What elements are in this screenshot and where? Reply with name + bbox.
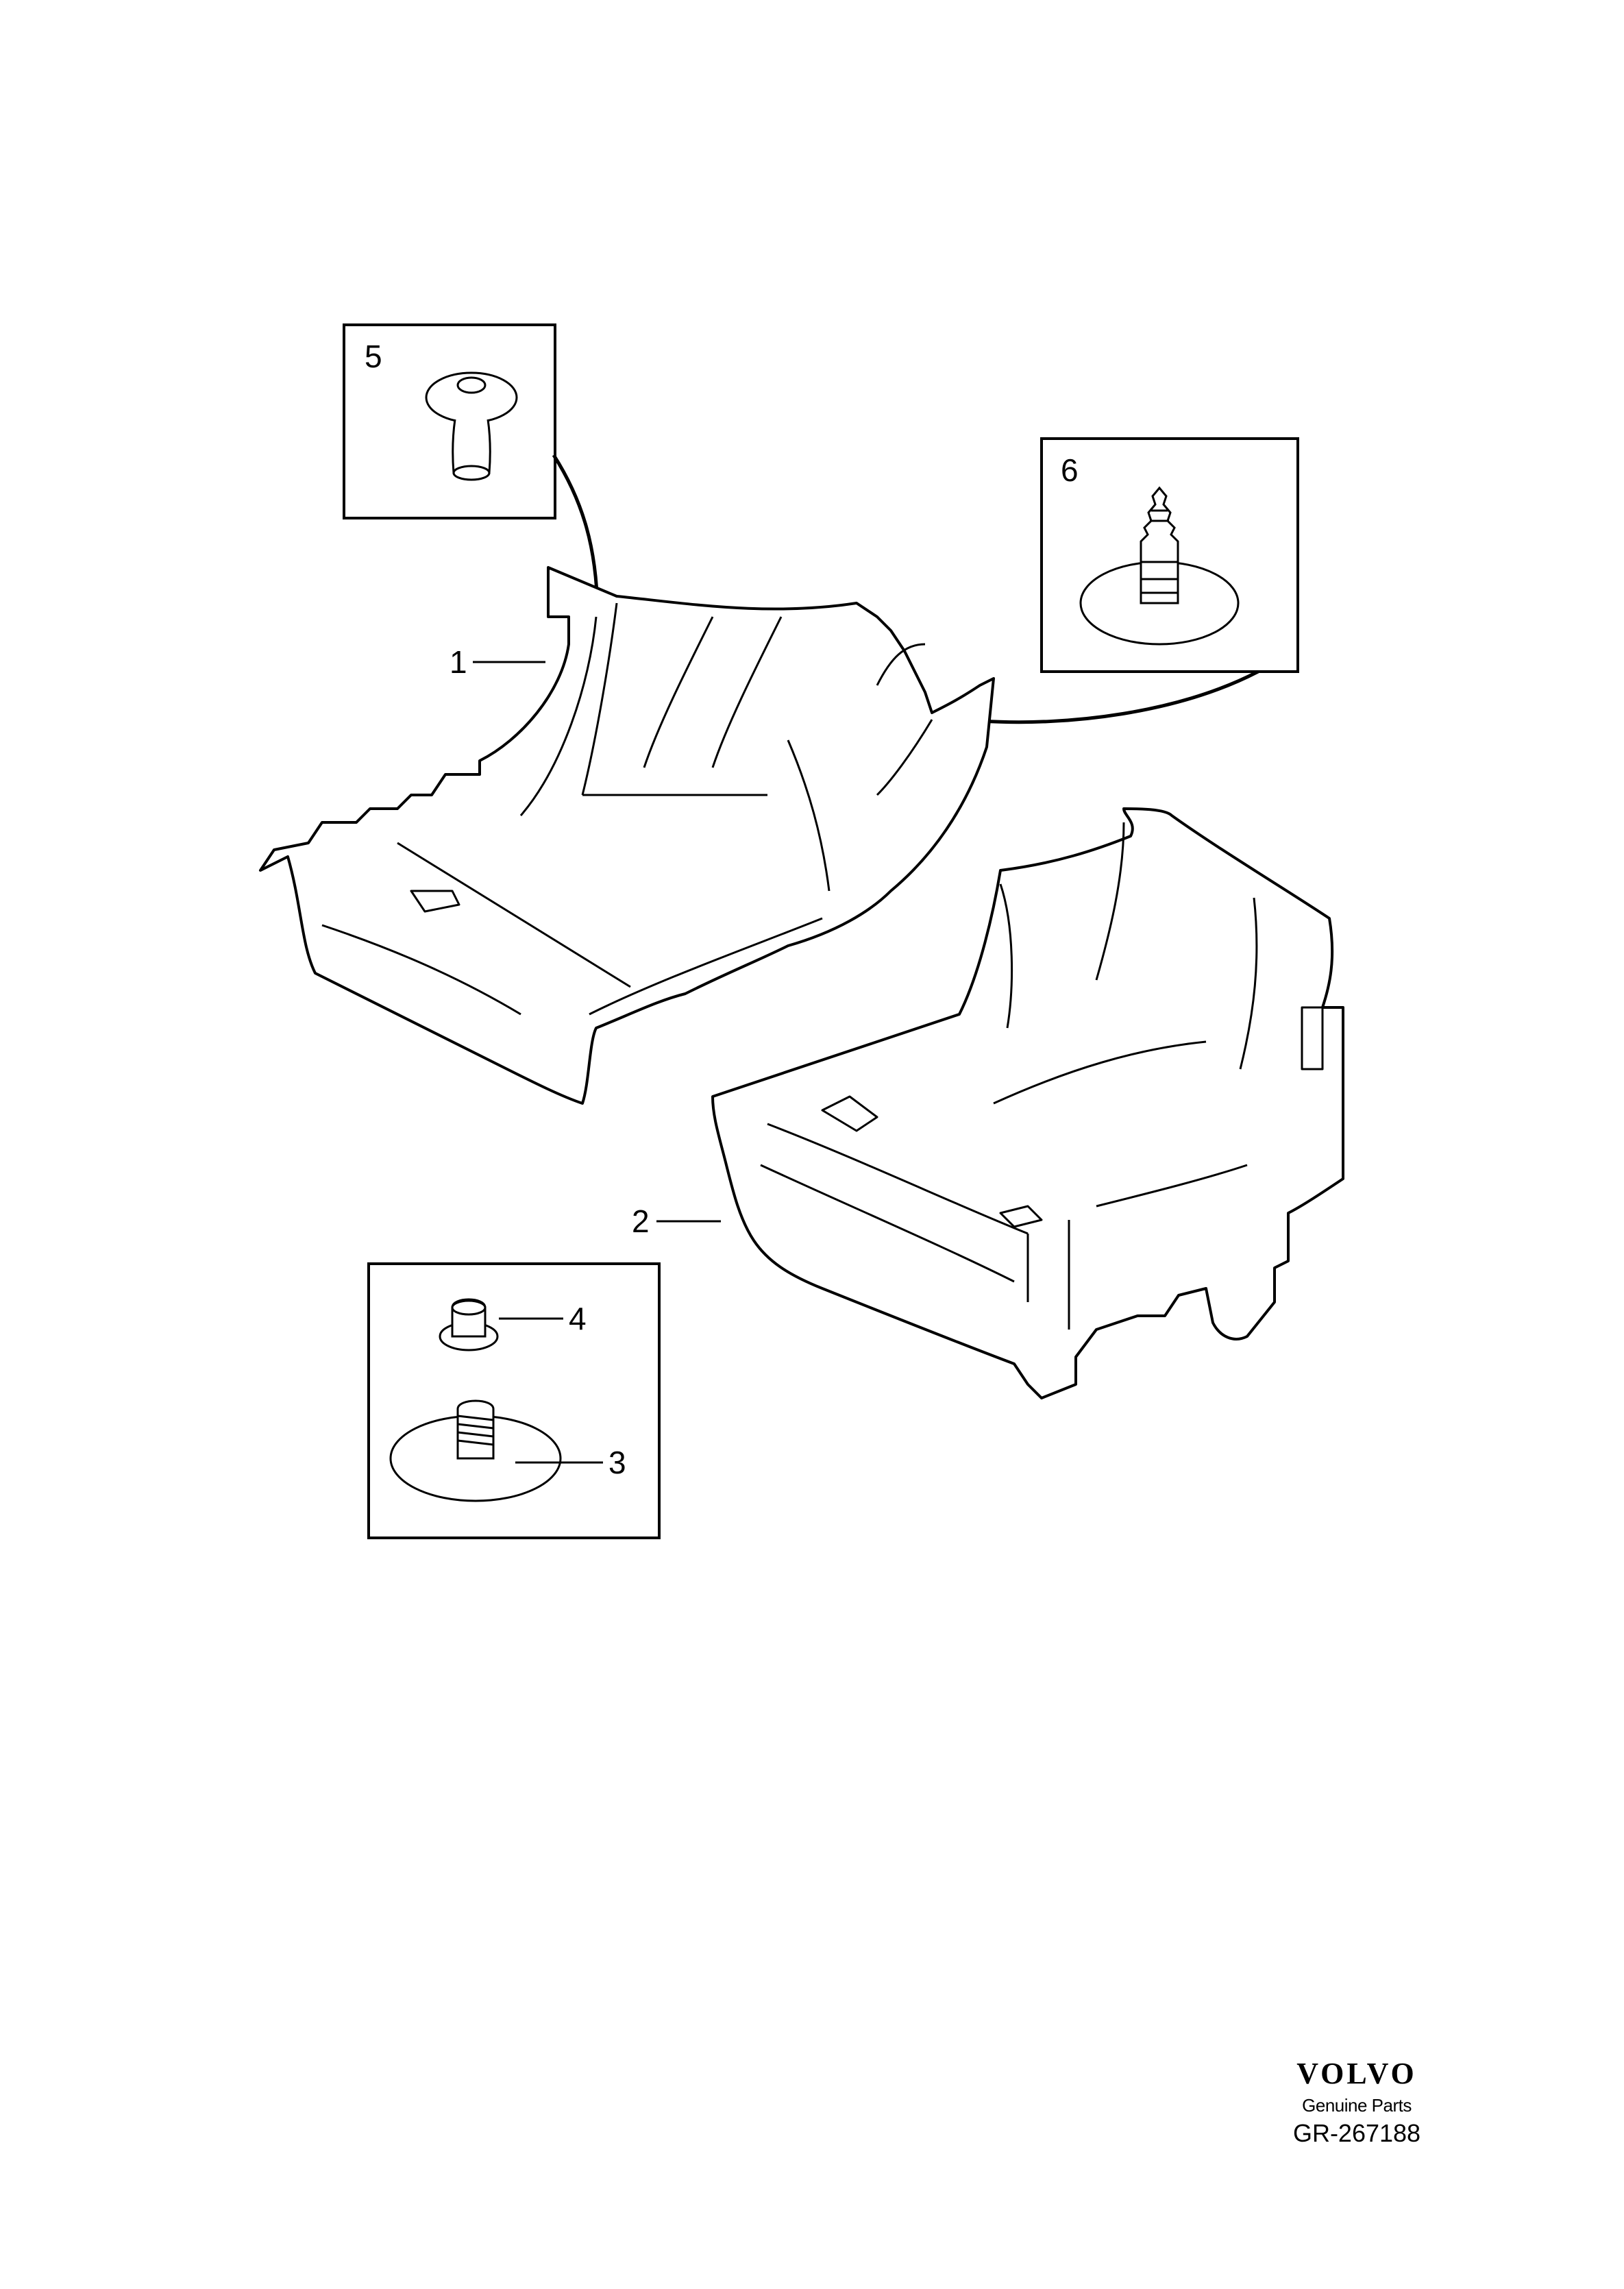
callout-5: 5 [365,339,382,374]
callout-1: 1 [450,644,467,680]
callout-4: 4 [569,1301,587,1336]
inset-box-3-4: 4 3 [367,1262,661,1539]
diagram-reference: GR-267188 [1292,2119,1421,2147]
volvo-logo: VOLVO [1296,2057,1417,2090]
nut-icon [439,1298,499,1351]
front-floor-carpet [259,566,995,1105]
inset-box-6: 6 [1040,437,1299,673]
brand-block: VOLVO Genuine Parts GR-267188 [1275,2056,1439,2148]
inset-box-5: 5 [343,323,556,519]
brand-tagline: Genuine Parts [1302,2095,1412,2116]
push-pin-clip-icon [425,371,518,481]
fir-tree-clip-icon [1079,486,1240,646]
callout-6: 6 [1061,452,1079,488]
rear-floor-carpet [711,807,1344,1399]
arrow-6-to-carpet [980,670,1259,725]
callout-2: 2 [632,1203,650,1239]
callout-3: 3 [608,1445,626,1480]
threaded-stud-icon [389,1399,562,1502]
